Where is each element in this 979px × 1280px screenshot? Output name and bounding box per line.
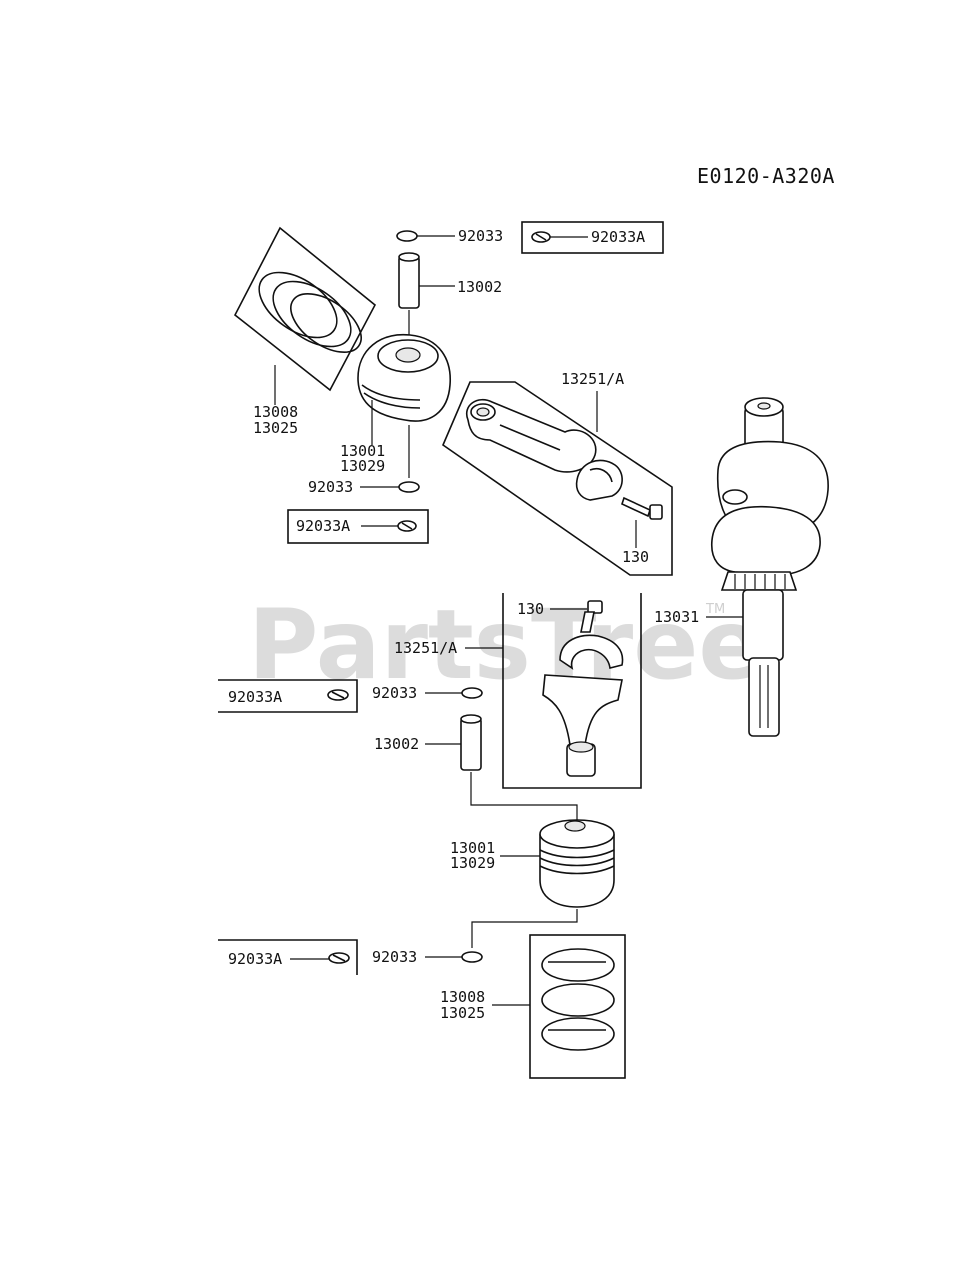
label-rings-bottom-a: 13008 <box>440 988 485 1006</box>
circlip-low[interactable]: 92033 <box>372 684 483 702</box>
watermark-tm: TM <box>705 602 725 617</box>
label-bolt-bottom: 130 <box>517 600 544 618</box>
label-piston-top-a: 13001 <box>340 442 385 460</box>
label-crankshaft: 13031 <box>654 608 699 626</box>
label-circlip-base-alt: 92033A <box>228 950 282 968</box>
label-circlip-top-alt: 92033A <box>591 228 645 246</box>
circlip-low-alt[interactable]: 92033A <box>218 679 358 713</box>
label-pin-bottom: 13002 <box>374 735 419 753</box>
label-rod-top: 13251/A <box>561 370 624 388</box>
label-piston-bottom-b: 13029 <box>450 854 495 872</box>
circlip-top-alt[interactable]: 92033A <box>521 221 664 254</box>
connecting-rod-top[interactable]: 130 13251/A <box>442 370 673 576</box>
label-rings-top-b: 13025 <box>253 419 298 437</box>
label-circlip-top: 92033 <box>458 227 503 245</box>
piston-rings-top[interactable]: 13008 13025 <box>233 226 377 437</box>
circlip-base-alt[interactable]: 92033A <box>218 939 358 975</box>
label-circlip-mid-alt: 92033A <box>296 517 350 535</box>
label-circlip-low-alt: 92033A <box>228 688 282 706</box>
label-rings-bottom-b: 13025 <box>440 1004 485 1022</box>
label-piston-bottom-a: 13001 <box>450 839 495 857</box>
diagram-code: E0120-A320A <box>697 164 835 188</box>
label-piston-top-b: 13029 <box>340 457 385 475</box>
circlip-mid-alt[interactable]: 92033A <box>287 509 429 544</box>
label-circlip-low: 92033 <box>372 684 417 702</box>
piston-rings-bottom[interactable]: 13008 13025 <box>440 934 626 1079</box>
circlip-mid[interactable]: 92033 <box>308 478 420 496</box>
label-circlip-mid: 92033 <box>308 478 353 496</box>
crankshaft[interactable]: 13031 <box>654 397 829 737</box>
watermark: PartsTree <box>248 589 763 701</box>
piston-pin-top[interactable]: 13002 <box>398 252 502 340</box>
piston-top[interactable]: 13001 13029 <box>340 333 451 478</box>
piston-pin-bottom[interactable]: 13002 <box>374 714 578 822</box>
label-rod-bottom: 13251/A <box>394 639 457 657</box>
label-circlip-base: 92033 <box>372 948 417 966</box>
circlip-base[interactable]: 92033 <box>372 948 483 966</box>
label-pin-top: 13002 <box>457 278 502 296</box>
connecting-rod-bottom[interactable]: 130 13251/A <box>394 593 642 789</box>
label-bolt-top: 130 <box>622 548 649 566</box>
circlip-top[interactable]: 92033 <box>396 227 503 245</box>
label-rings-top-a: 13008 <box>253 403 298 421</box>
piston-bottom[interactable]: 13001 13029 <box>450 819 615 948</box>
